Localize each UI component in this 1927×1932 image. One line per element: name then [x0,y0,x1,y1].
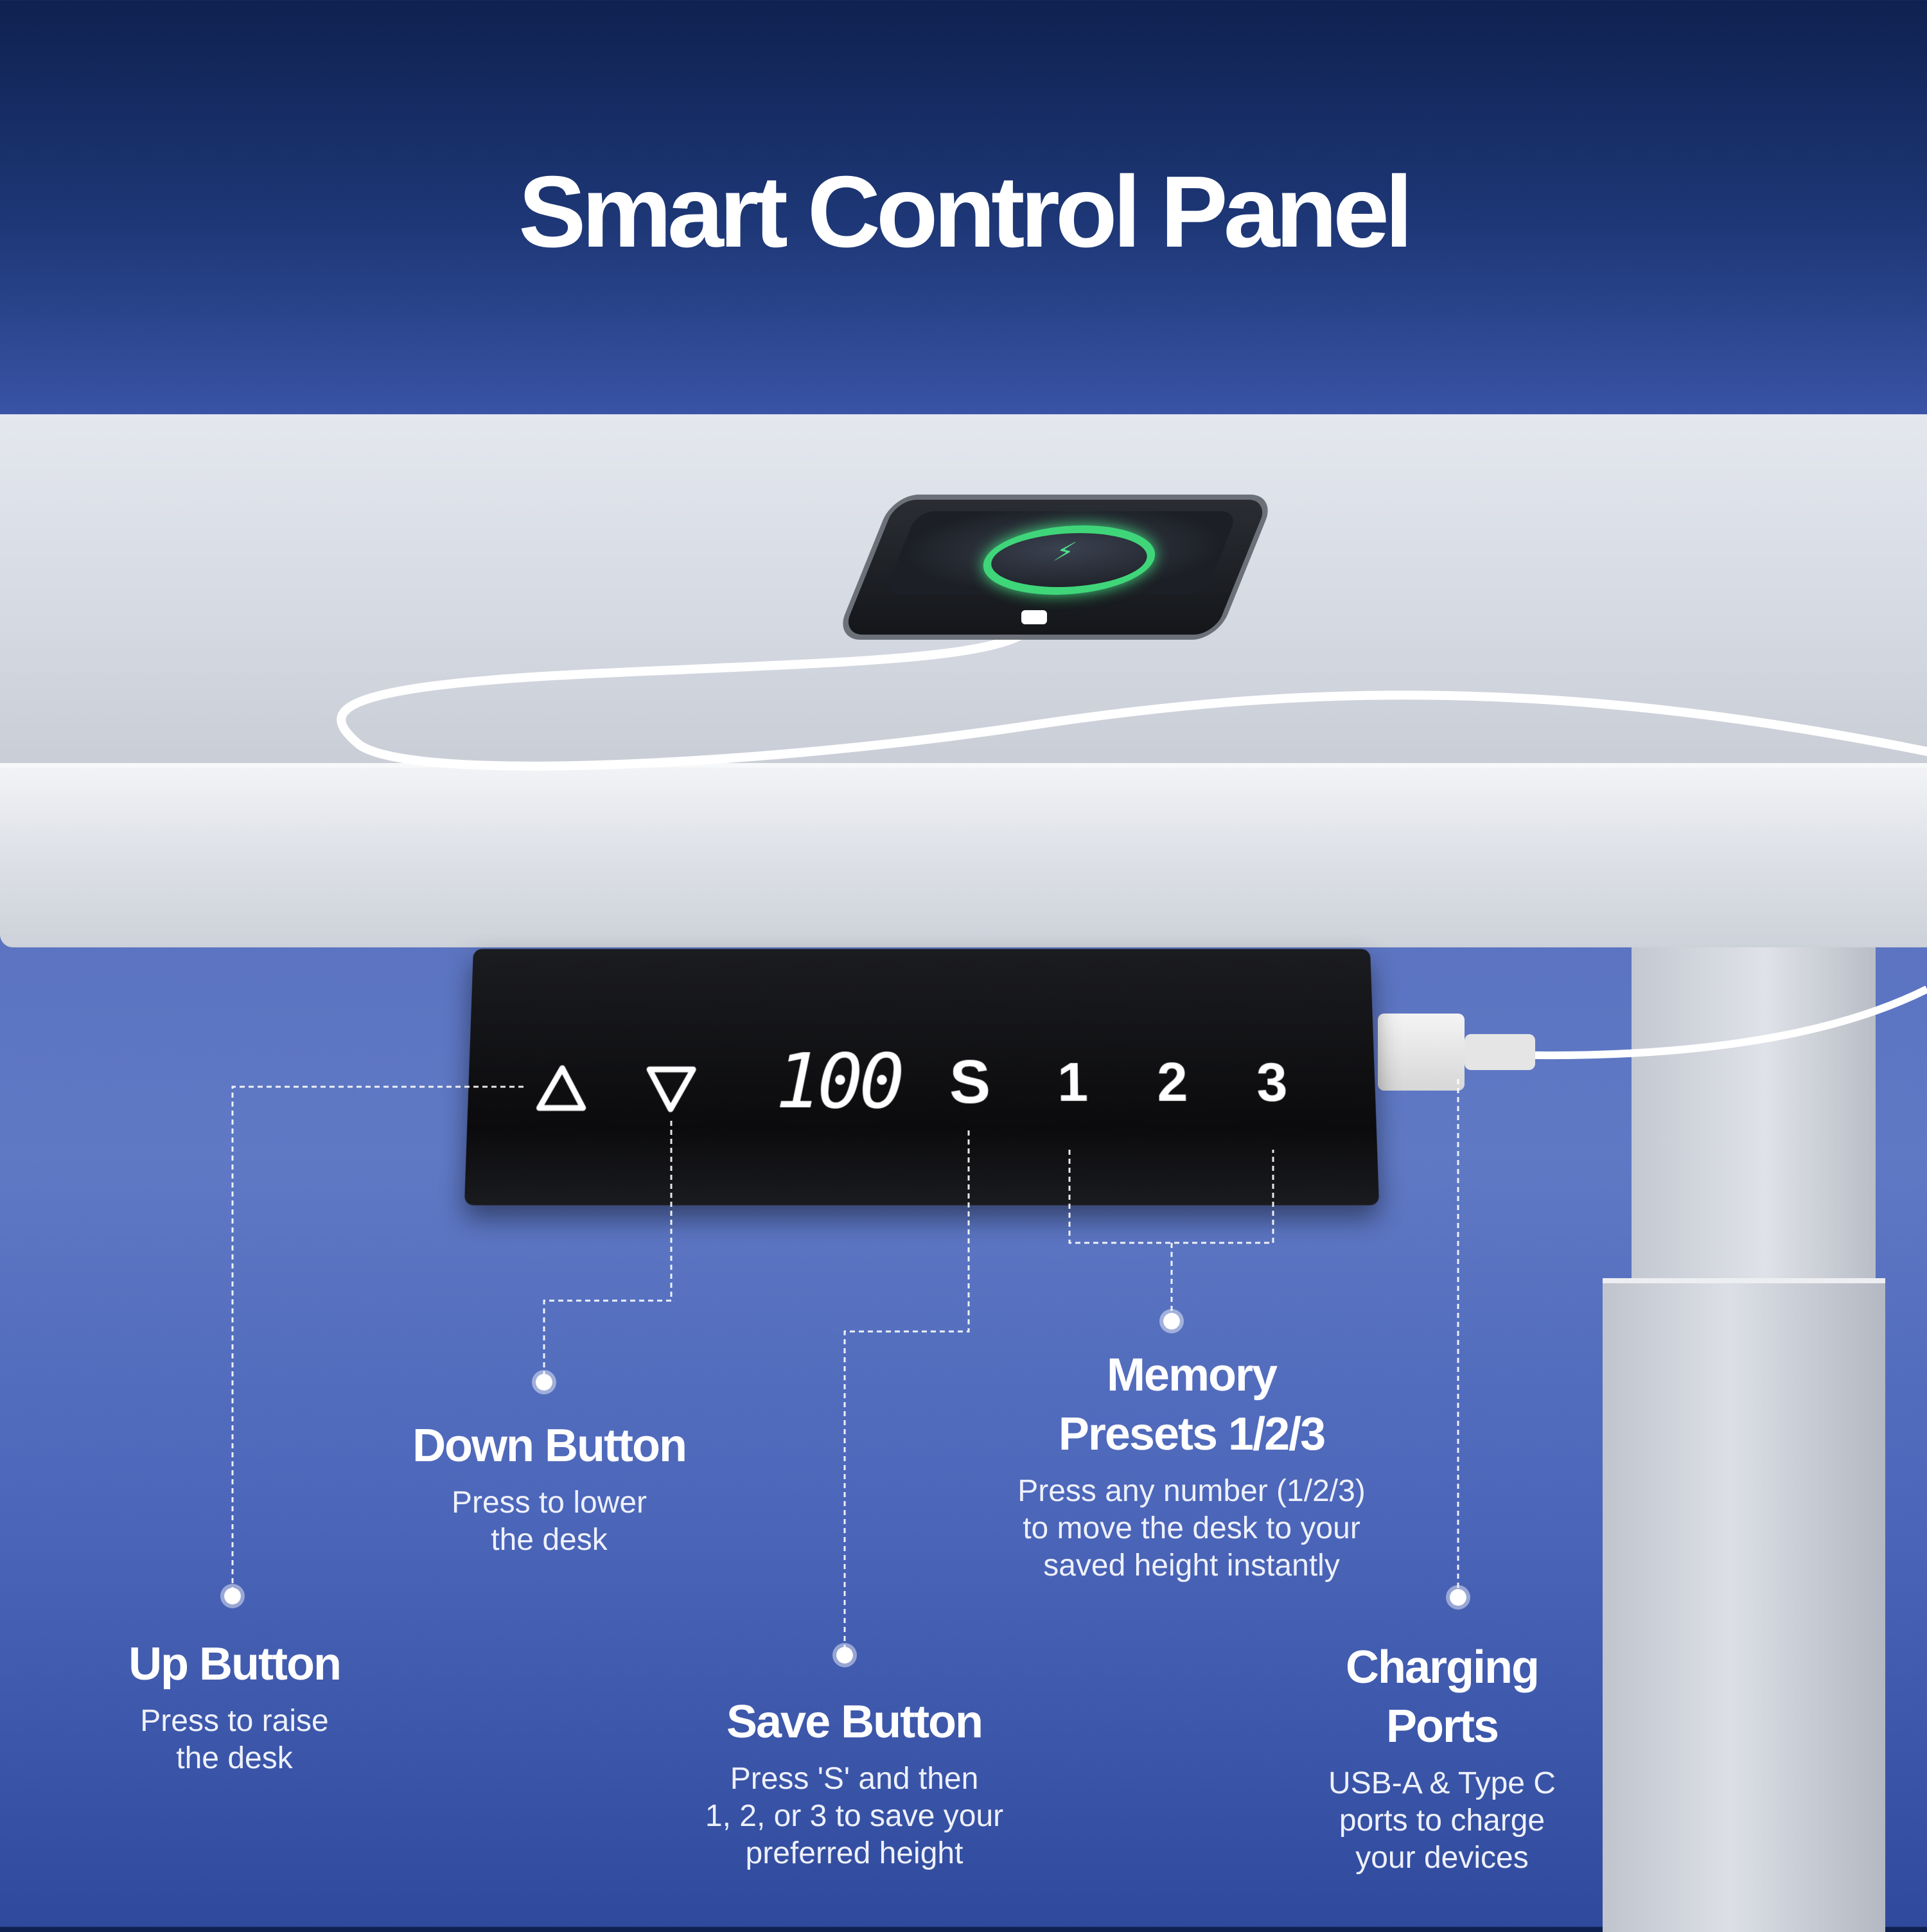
label-charging-desc: USB-A & Type C ports to charge your devi… [1291,1765,1593,1877]
label-memory-desc-line: to move the desk to your [1023,1511,1360,1545]
label-charging-title-line: Ports [1386,1701,1499,1752]
label-up-desc-line: Press to raise [140,1704,329,1738]
desk-leg-lower [1603,1278,1885,1932]
label-down-desc: Press to lower the desk [356,1484,742,1559]
label-save-desc-line: 1, 2, or 3 to save your [705,1799,1004,1833]
label-charging-desc-line: your devices [1355,1841,1529,1875]
label-memory-desc-line: saved height instantly [1043,1549,1340,1583]
label-down-title: Down Button [412,1420,687,1471]
label-charging-desc-line: ports to charge [1339,1804,1545,1838]
label-save-title: Save Button [726,1696,983,1748]
label-up-desc-line: the desk [176,1741,293,1775]
label-save-desc: Press 'S' and then 1, 2, or 3 to save yo… [662,1761,1047,1872]
desk-front-edge [0,768,1927,947]
label-charging: Charging Ports USB-A & Type C ports to c… [1291,1638,1593,1877]
label-memory-title-line: Memory [1106,1349,1278,1401]
label-memory-desc-line: Press any number (1/2/3) [1017,1474,1366,1508]
label-up-title: Up Button [128,1638,342,1690]
cable-strain-relief [1465,1034,1535,1070]
usb-plug [1378,1014,1465,1091]
desk-leg-upper [1632,947,1876,1333]
label-save: Save Button Press 'S' and then 1, 2, or … [662,1692,1047,1872]
callout-dot-save [832,1643,857,1667]
label-charging-desc-line: USB-A & Type C [1328,1766,1556,1800]
label-up-desc: Press to raise the desk [71,1703,398,1777]
callout-dot-charging [1446,1585,1470,1610]
phone-charging-port [1021,610,1047,624]
label-save-desc-line: Press 'S' and then [730,1762,979,1796]
page-title: Smart Control Panel [518,155,1413,268]
callout-dot-down [532,1370,556,1394]
label-down-desc-line: Press to lower [451,1486,647,1520]
label-memory-title: Memory Presets 1/2/3 [983,1346,1400,1464]
label-memory-title-line: Presets 1/2/3 [1058,1409,1326,1460]
label-memory-desc: Press any number (1/2/3) to move the des… [983,1473,1400,1585]
label-charging-title: Charging Ports [1291,1638,1593,1756]
label-down-desc-line: the desk [491,1523,608,1557]
label-memory: Memory Presets 1/2/3 Press any number (1… [983,1346,1400,1585]
callout-dot-memory [1159,1309,1184,1333]
callout-dot-up [220,1584,245,1608]
label-down: Down Button Press to lower the desk [356,1416,742,1559]
label-up: Up Button Press to raise the desk [71,1635,398,1777]
label-charging-title-line: Charging [1346,1642,1540,1693]
label-save-desc-line: preferred height [745,1836,964,1870]
